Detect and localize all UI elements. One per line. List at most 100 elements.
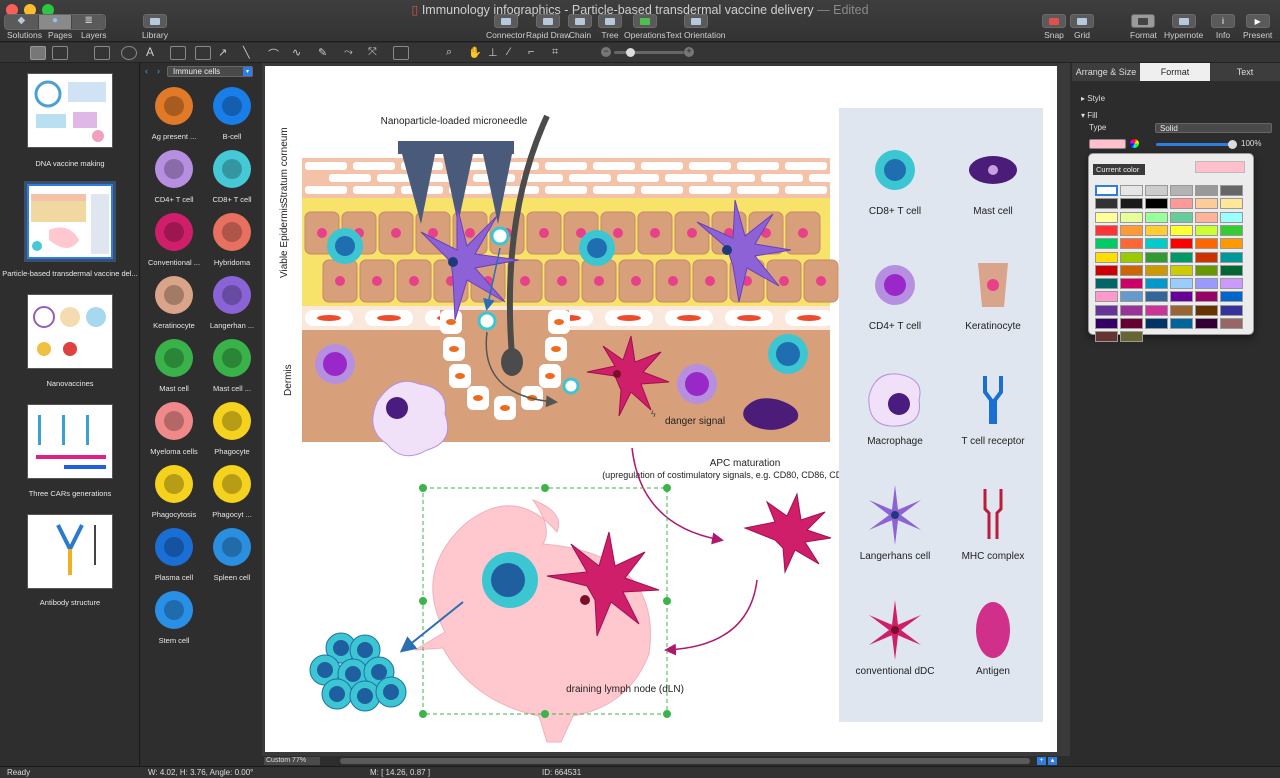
library-item-10[interactable]: Myeloma cells	[146, 399, 202, 456]
color-wheel-icon[interactable]	[1130, 139, 1139, 148]
legend-item-0[interactable]: CD8+ T cell	[869, 150, 921, 217]
connector-tool-icon[interactable]: ⤳	[344, 46, 353, 58]
palette-swatch[interactable]	[1120, 185, 1143, 196]
hypernote-button[interactable]: Hypernote	[1164, 14, 1203, 40]
palette-swatch[interactable]	[1195, 318, 1218, 329]
library-item-4[interactable]: Conventional ...	[146, 210, 202, 267]
minimize-window-button[interactable]	[24, 4, 36, 16]
tab-text[interactable]: Text	[1210, 63, 1280, 81]
palette-swatch[interactable]	[1220, 278, 1243, 290]
palette-swatch[interactable]	[1095, 185, 1118, 196]
pages-icon[interactable]: ●	[38, 15, 73, 29]
page-thumb-antibody[interactable]	[27, 514, 113, 589]
lymph-node-shape[interactable]	[414, 498, 651, 743]
library-item-12[interactable]: Phagocytosis	[146, 462, 202, 519]
page-thumb-dna[interactable]	[27, 73, 113, 148]
palette-swatch[interactable]	[1095, 304, 1118, 316]
zoom-slider-knob[interactable]	[626, 48, 635, 57]
palette-swatch[interactable]	[1170, 224, 1193, 236]
page-menu-icon[interactable]: ▴	[1048, 757, 1057, 765]
palette-swatch[interactable]	[1095, 224, 1118, 236]
palette-swatch[interactable]	[1170, 185, 1193, 196]
legend-item-7[interactable]: MHC complex	[962, 489, 1025, 562]
palette-swatch[interactable]	[1195, 291, 1218, 303]
palette-swatch[interactable]	[1120, 238, 1143, 250]
legend-item-6[interactable]: Langerhans cell	[860, 485, 931, 562]
palette-swatch[interactable]	[1220, 264, 1243, 276]
zoom-out-icon[interactable]: −	[601, 47, 611, 57]
palette-swatch[interactable]	[1170, 318, 1193, 329]
palette-swatch[interactable]	[1195, 238, 1218, 250]
zoom-tool-icon[interactable]: ⌕	[446, 46, 453, 58]
palette-swatch[interactable]	[1145, 198, 1168, 210]
selection-handle[interactable]	[419, 710, 427, 718]
palette-swatch[interactable]	[1145, 238, 1168, 250]
library-item-6[interactable]: Keratinocyte	[146, 273, 202, 330]
library-item-5[interactable]: Hybridoma	[204, 210, 260, 267]
palette-swatch[interactable]	[1220, 251, 1243, 263]
library-item-1[interactable]: B-cell	[204, 84, 260, 141]
eyedropper-tool-icon[interactable]: ⁄	[508, 46, 510, 58]
palette-swatch[interactable]	[1195, 198, 1218, 210]
format-painter-tool-icon[interactable]: ⌐	[528, 46, 535, 58]
present-button[interactable]: ▶Present	[1243, 14, 1272, 40]
langerhans-cell-epidermis-2[interactable]	[696, 199, 792, 303]
library-item-11[interactable]: Phagocyte	[204, 399, 260, 456]
nanoparticle-follicle[interactable]	[477, 311, 497, 331]
palette-swatch[interactable]	[1145, 264, 1168, 276]
tree-button[interactable]: Tree	[598, 14, 622, 40]
fill-type-select[interactable]: Solid	[1155, 123, 1272, 133]
palette-swatch[interactable]	[1170, 238, 1193, 250]
grid-button[interactable]: Grid	[1070, 14, 1094, 40]
palette-swatch[interactable]	[1120, 304, 1143, 316]
library-button[interactable]: Library	[142, 14, 168, 40]
palette-swatch[interactable]	[1145, 291, 1168, 303]
smart-connector-tool-icon[interactable]: ⤧	[368, 46, 377, 58]
selection-handle[interactable]	[541, 484, 549, 492]
zoom-in-icon[interactable]: +	[684, 47, 694, 57]
zoom-window-button[interactable]	[42, 4, 54, 16]
solutions-icon[interactable]: ◆	[5, 15, 39, 29]
palette-swatch[interactable]	[1170, 304, 1193, 316]
pen-tool-icon[interactable]: ✎	[318, 47, 328, 59]
note-tool-icon[interactable]	[195, 46, 211, 60]
zoom-slider[interactable]	[614, 51, 684, 54]
library-item-13[interactable]: Phagocyt ...	[204, 462, 260, 519]
palette-swatch[interactable]	[1170, 211, 1193, 223]
style-section[interactable]: ▸ Style	[1081, 94, 1105, 103]
diagram-page[interactable]: Nanoparticle-loaded microneedle ϟ danger…	[265, 66, 1057, 752]
operations-button[interactable]: Operations	[624, 14, 666, 40]
palette-swatch[interactable]	[1145, 211, 1168, 223]
selection-handle[interactable]	[663, 597, 671, 605]
microneedle-base[interactable]	[398, 141, 514, 154]
palette-swatch[interactable]	[1220, 211, 1243, 223]
snap-button[interactable]: Snap	[1042, 14, 1066, 40]
mast-cell-dermis[interactable]	[743, 398, 799, 430]
palette-swatch[interactable]	[1145, 304, 1168, 316]
container-tool-icon[interactable]	[393, 46, 409, 60]
library-back-icon[interactable]: ‹	[145, 66, 148, 76]
library-item-14[interactable]: Plasma cell	[146, 525, 202, 582]
tab-format[interactable]: Format	[1140, 63, 1210, 81]
palette-swatch[interactable]	[1120, 251, 1143, 263]
nanoparticle-epidermis[interactable]	[490, 226, 510, 246]
connector-button[interactable]: Connector	[486, 14, 525, 40]
text-box-tool-icon[interactable]	[52, 46, 68, 60]
palette-swatch[interactable]	[1220, 198, 1243, 210]
chain-button[interactable]: Chain	[568, 14, 592, 40]
page-thumb-cars[interactable]	[27, 404, 113, 479]
legend-item-5[interactable]: T cell receptor	[961, 376, 1025, 447]
palette-swatch[interactable]	[1145, 278, 1168, 290]
ellipse-tool-icon[interactable]	[121, 46, 137, 60]
palette-swatch[interactable]	[1170, 278, 1193, 290]
zoom-select[interactable]: Custom 77%	[264, 757, 320, 765]
library-forward-icon[interactable]: ›	[157, 66, 160, 76]
library-select[interactable]: Immune cells▾	[167, 66, 253, 77]
palette-swatch[interactable]	[1120, 224, 1143, 236]
macrophage-dermis[interactable]	[372, 380, 449, 457]
palette-swatch[interactable]	[1220, 318, 1243, 329]
tab-arrange-size[interactable]: Arrange & Size	[1072, 63, 1140, 81]
library-item-0[interactable]: Ag present ...	[146, 84, 202, 141]
palette-swatch[interactable]	[1120, 278, 1143, 290]
